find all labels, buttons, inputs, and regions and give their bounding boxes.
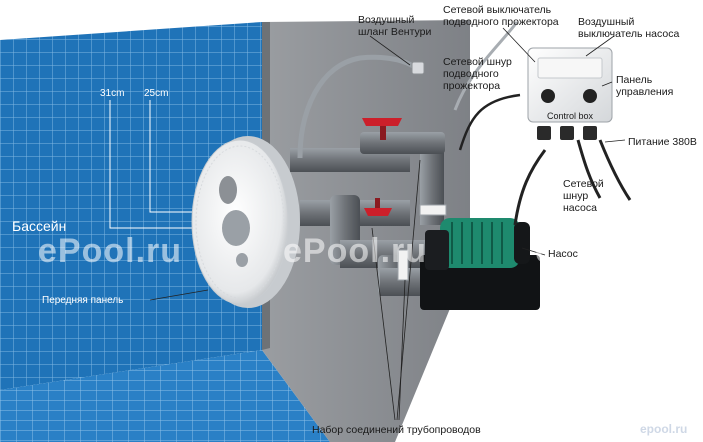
dimension-label-31: 31cm <box>100 88 125 99</box>
control-box <box>527 47 613 140</box>
watermark-text-3: ePool.ru <box>535 232 680 270</box>
control-box-label: Control box <box>547 111 594 121</box>
label-front-panel: Передняя панель <box>42 295 124 306</box>
pump-base <box>420 255 540 310</box>
label-pool: Бассейн <box>12 218 67 234</box>
label-pipe-set: Набор соединений трубопроводов <box>312 424 481 436</box>
label-control-panel: Панель управления <box>616 74 674 98</box>
dimension-line-25 <box>149 100 210 213</box>
front-panel <box>191 136 300 308</box>
epool-logo: epool.ru <box>640 422 688 436</box>
watermark-text-1: ePool.ru <box>38 232 183 270</box>
label-air-hose: Воздушный шланг Вентури <box>358 14 432 38</box>
pump-body <box>440 218 520 268</box>
label-light-switch: Сетевой выключатель подводного прожектор… <box>443 4 559 28</box>
concrete-wall <box>262 20 470 442</box>
label-pump-air-switch: Воздушный выключатель насоса <box>578 16 680 40</box>
dimension-line-31 <box>109 100 200 229</box>
watermark-text-2: ePool.ru <box>283 232 428 270</box>
label-power: Питание 380В <box>628 136 697 148</box>
dimension-label-25: 25cm <box>144 88 169 99</box>
label-pump-cord: Сетевой шнур насоса <box>563 178 604 214</box>
label-pump: Насос <box>548 248 578 260</box>
label-light-cord: Сетевой шнур подводного прожектора <box>443 56 512 92</box>
pool-floor-tiles <box>0 350 330 442</box>
venturi-air-hose <box>297 54 420 159</box>
pool-wall-tiles <box>0 22 262 390</box>
